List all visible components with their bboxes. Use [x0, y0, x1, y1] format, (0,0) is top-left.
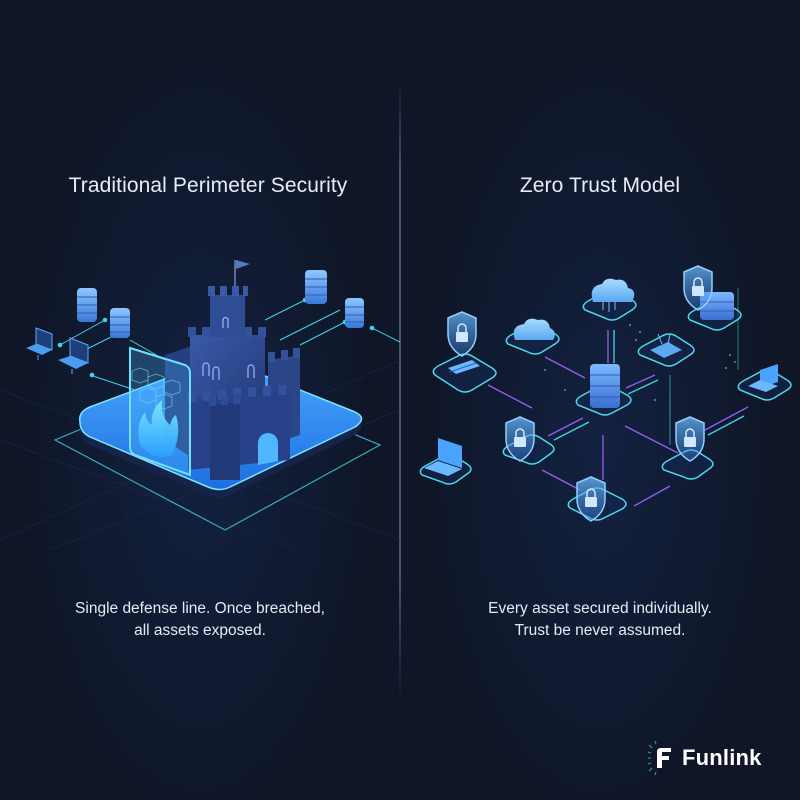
lock-shield-icon	[675, 416, 705, 462]
left-panel-caption: Single defense line. Once breached, all …	[0, 598, 400, 642]
laptop-icon	[424, 438, 462, 476]
laptop-icon	[748, 364, 778, 392]
perimeter-security-illustration	[0, 240, 401, 551]
laptop-icon	[58, 337, 89, 374]
left-caption-line-1: Single defense line. Once breached,	[75, 600, 325, 617]
laptop-icon	[26, 327, 53, 360]
server-icon	[77, 288, 97, 322]
zero-trust-illustration	[400, 240, 800, 550]
server-icon	[345, 298, 364, 328]
server-icon	[590, 364, 620, 408]
castle-icon	[165, 260, 300, 480]
server-icon	[305, 270, 327, 304]
server-icon	[448, 360, 480, 374]
right-caption-line-2: Trust be never assumed.	[514, 622, 686, 639]
lock-shield-icon	[447, 311, 477, 357]
lock-shield-icon	[576, 476, 606, 522]
right-caption-line-1: Every asset secured individually.	[488, 600, 712, 617]
lock-shield-icon	[505, 416, 535, 462]
router-icon	[650, 333, 682, 358]
panel-divider	[399, 80, 401, 700]
left-caption-line-2: all assets exposed.	[134, 622, 266, 639]
funlink-logo-icon	[648, 740, 671, 776]
flag-icon	[236, 260, 250, 269]
cloud-icon	[513, 318, 555, 340]
server-icon	[110, 308, 130, 338]
network-links	[57, 297, 401, 391]
brand-name: Funlink	[682, 745, 762, 770]
right-panel-caption: Every asset secured individually. Trust …	[400, 598, 800, 642]
brand-logo: Funlink	[648, 740, 762, 776]
flame-icon	[138, 400, 179, 458]
lock-shield-icon	[683, 265, 713, 311]
cloud-icon	[591, 278, 635, 312]
zero-trust-links	[487, 288, 749, 507]
right-panel-title: Zero Trust Model	[519, 174, 681, 197]
firewall-shield-icon	[129, 346, 191, 477]
left-panel-title: Traditional Perimeter Security	[68, 174, 348, 197]
data-particles	[544, 324, 736, 401]
